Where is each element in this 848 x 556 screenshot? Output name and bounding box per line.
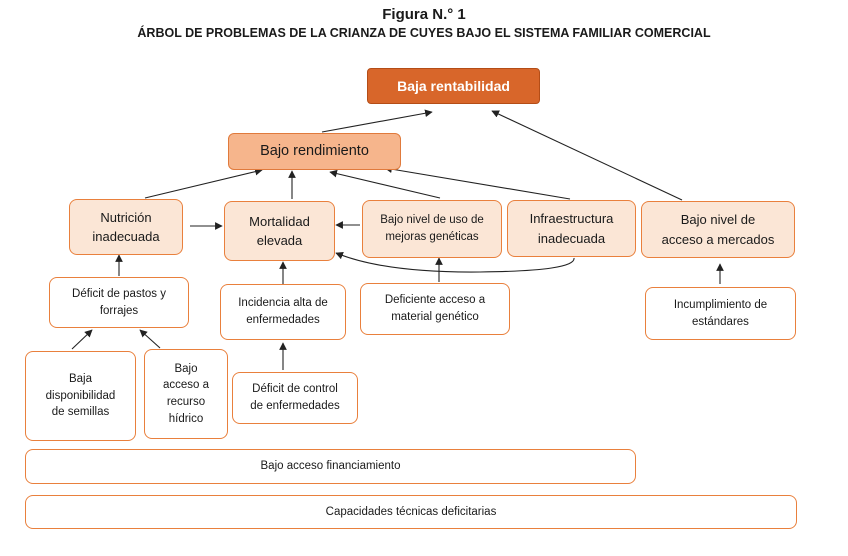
node-baja-rentabilidad: Baja rentabilidad xyxy=(367,68,540,104)
arrow-mercados-to-rentabilidad xyxy=(491,110,683,201)
arrow-semillas-to-pastos xyxy=(71,329,93,350)
node-baja-semillas: Baja disponibilidad de semillas xyxy=(25,351,136,441)
node-bajo-acceso-mercados: Bajo nivel de acceso a mercados xyxy=(641,201,795,258)
arrow-hidrico-to-pastos xyxy=(139,329,161,349)
figure-title: ÁRBOL DE PROBLEMAS DE LA CRIANZA DE CUYE… xyxy=(137,26,711,40)
node-bajo-financiamiento: Bajo acceso financiamiento xyxy=(25,449,636,484)
node-infraestructura-inadecuada: Infraestructura inadecuada xyxy=(507,200,636,257)
arrow-infraestructura-to-rendimiento xyxy=(384,165,571,200)
node-deficit-pastos: Déficit de pastos y forrajes xyxy=(49,277,189,328)
arrow-rendimiento-to-rentabilidad xyxy=(321,109,433,133)
node-mortalidad-elevada: Mortalidad elevada xyxy=(224,201,335,261)
node-deficiente-material: Deficiente acceso a material genético xyxy=(360,283,510,335)
node-incidencia-enfermedades: Incidencia alta de enfermedades xyxy=(220,284,346,340)
node-incumplimiento-estandares: Incumplimiento de estándares xyxy=(645,287,796,340)
node-deficit-control: Déficit de control de enfermedades xyxy=(232,372,358,424)
figure-label: Figura N.° 1 xyxy=(382,6,466,23)
arrow-infraestructura-to-mortalidad xyxy=(335,252,575,273)
node-bajo-recurso-hidrico: Bajo acceso a recurso hídrico xyxy=(144,349,228,439)
arrow-mejoras-to-rendimiento xyxy=(329,169,441,199)
node-nutricion-inadecuada: Nutrición inadecuada xyxy=(69,199,183,255)
node-capacidades-tecnicas: Capacidades técnicas deficitarias xyxy=(25,495,797,529)
arrow-nutricion-to-rendimiento xyxy=(144,167,263,199)
node-bajo-nivel-mejoras: Bajo nivel de uso de mejoras genéticas xyxy=(362,200,502,258)
node-bajo-rendimiento: Bajo rendimiento xyxy=(228,133,401,170)
